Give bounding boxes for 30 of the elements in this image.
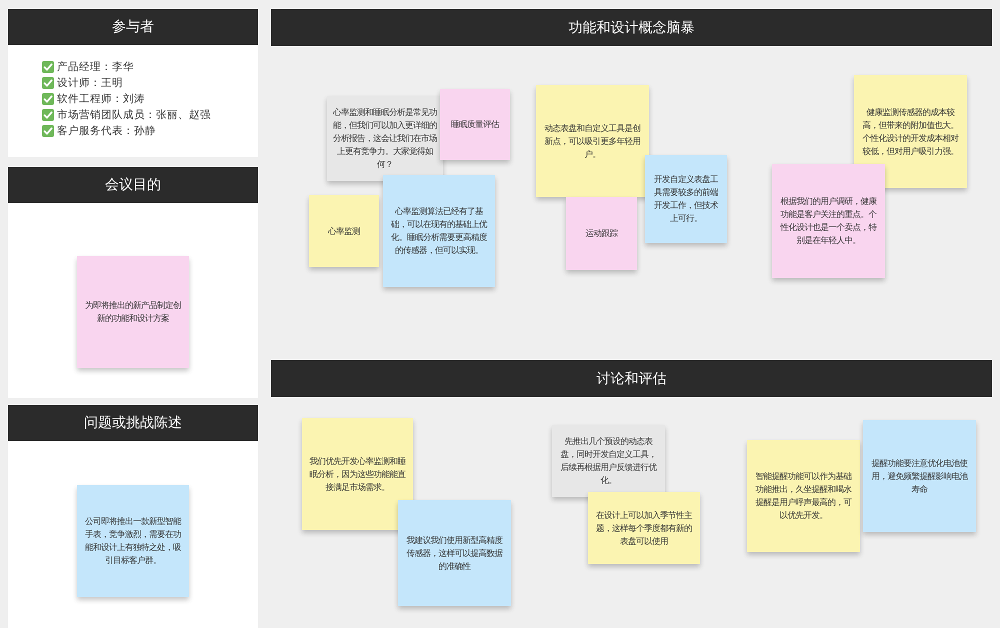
section-header: 功能和设计概念脑暴 — [271, 9, 992, 46]
section-header: 讨论和评估 — [271, 360, 992, 397]
sticky-note: 根据我们的用户调研，健康功能是客户关注的重点。个性化设计也是一个卖点，特别是在年轻人中。 — [772, 164, 885, 278]
sticky-note: 公司即将推出一款新型智能手表，竞争激烈，需要在功能和设计上有独特之处，吸引目标客户群。 — [77, 485, 189, 597]
sticky-note: 智能提醒功能可以作为基础功能推出，久坐提醒和喝水提醒是用户呼声最高的，可以优先开发。 — [747, 440, 860, 552]
section-header: 参与者 — [8, 9, 258, 45]
section-header: 问题或挑战陈述 — [8, 405, 258, 441]
sticky-note: 我们优先开发心率监测和睡眠分析，因为这些功能能直接满足市场需求。 — [302, 418, 413, 530]
sticky-note: 健康监测传感器的成本较高，但带来的附加值也大。个性化设计的开发成本相对较低，但对用户吸引力强。 — [854, 75, 967, 188]
sticky-note: 提醒功能要注意优化电池使用，避免频繁提醒影响电池寿命 — [863, 420, 976, 532]
list-item-text: 产品经理：李华 — [57, 60, 134, 74]
sticky-note: 为即将推出的新产品制定创新的功能和设计方案 — [77, 256, 189, 368]
sticky-note: 先推出几个预设的动态表盘，同时开发自定义工具，后续再根据用户反馈进行优化。 — [552, 425, 665, 497]
list-item-text: 设计师：王明 — [57, 76, 123, 90]
sticky-note: 睡眠质量评估 — [440, 89, 510, 160]
sticky-note: 我建议我们使用新型高精度传感器，这样可以提高数据的准确性 — [398, 500, 511, 606]
section-header: 会议目的 — [8, 167, 258, 203]
section-panel — [8, 405, 258, 628]
sticky-note: 心率监测算法已经有了基础，可以在现有的基础上优化。睡眠分析需要更高精度的传感器，但可以实现。 — [383, 175, 495, 287]
sticky-note: 开发自定义表盘工具需要较多的前端开发工作，但技术上可行。 — [645, 155, 727, 243]
sticky-note: 在设计上可以加入季节性主题，这样每个季度都有新的表盘可以使用 — [588, 492, 700, 564]
sticky-note: 运动跟踪 — [566, 197, 637, 270]
list-item-text: 客户服务代表：孙静 — [57, 124, 156, 138]
sticky-note: 动态表盘和自定义工具是创新点，可以吸引更多年轻用户。 — [536, 85, 649, 197]
list-item-text: 软件工程师：刘涛 — [57, 92, 145, 106]
section-panel — [8, 167, 258, 398]
list-item-text: 市场营销团队成员：张丽、赵强 — [57, 108, 211, 122]
sticky-note: 心率监测 — [309, 195, 379, 267]
sticky-note: 心率监测和睡眠分析是常见功能，但我们可以加入更详细的分析报告，这会让我们在市场上更有竞争力。大家觉得如何？ — [327, 96, 443, 181]
section-panel — [8, 9, 258, 157]
